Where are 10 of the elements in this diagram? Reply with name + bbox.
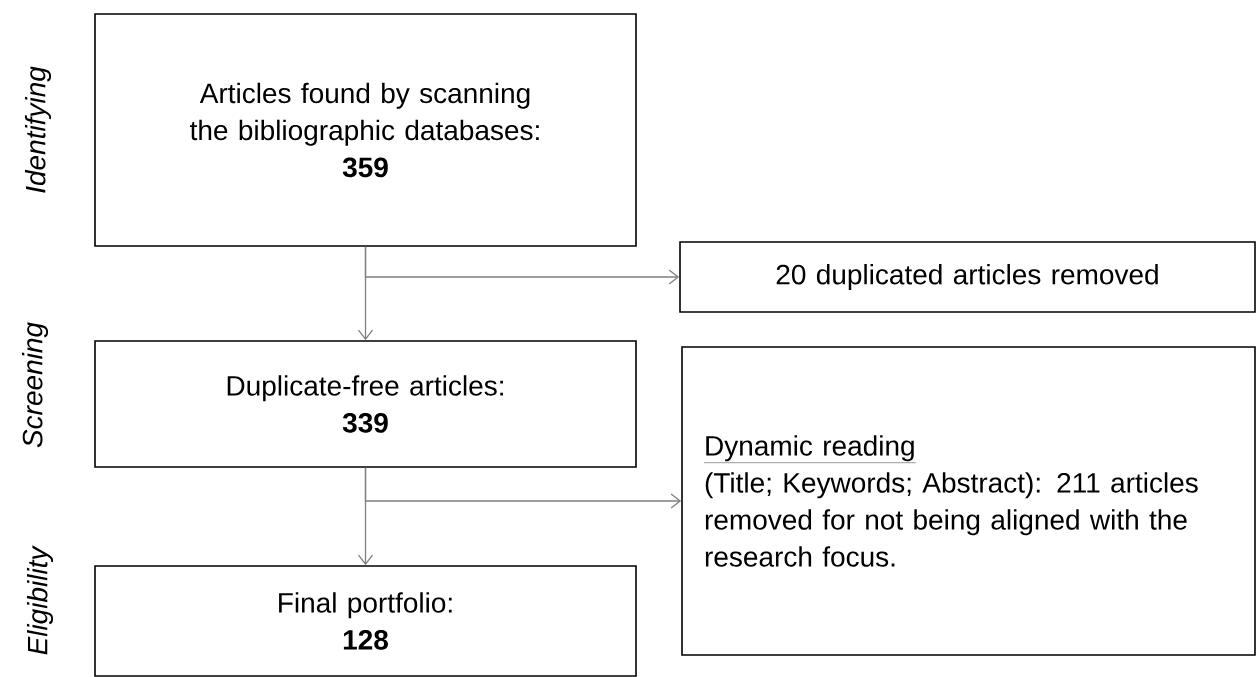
exclusion-box: 20 duplicated articles removed [679,241,1256,313]
process-box: Final portfolio: 128 [94,565,637,677]
stage-label: Screening [21,322,49,448]
process-box: Duplicate-free articles: 339 [94,340,637,468]
arrow [364,246,680,285]
arrow [364,467,682,509]
stage-label: Eligibility [26,545,54,655]
exclusion-box: Dynamic reading (Title; Keywords; Abstract): 211 articles removed for not being aligned with the research focus. [681,346,1256,656]
stage-label: Identifying [24,66,52,193]
process-box: Articles found by scanning the bibliographic databases: 359 [94,13,637,247]
